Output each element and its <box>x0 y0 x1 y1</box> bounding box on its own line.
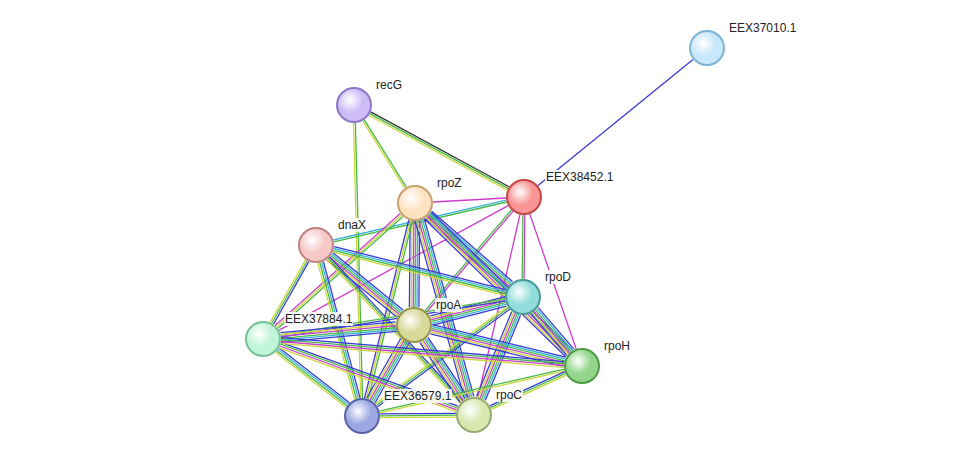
interaction-edge <box>531 308 574 356</box>
evidence-line <box>531 314 567 356</box>
evidence-line <box>431 299 505 318</box>
interaction-edge <box>380 413 456 417</box>
evidence-line <box>538 59 693 185</box>
evidence-line <box>281 342 564 366</box>
interaction-edge <box>425 212 573 357</box>
evidence-line <box>380 415 456 417</box>
node-label: EEX38452.1 <box>545 170 614 184</box>
evidence-line <box>276 352 347 407</box>
evidence-line <box>537 309 573 351</box>
node-label: rpoH <box>603 339 631 353</box>
evidence-line <box>414 221 416 307</box>
evidence-line <box>278 216 403 328</box>
interaction-edge <box>363 120 407 188</box>
evidence-line <box>533 313 569 355</box>
evidence-line <box>281 338 564 362</box>
evidence-line <box>523 215 525 279</box>
protein-node: rpoD <box>505 279 541 315</box>
evidence-line <box>491 375 566 409</box>
evidence-line <box>334 249 506 292</box>
node-label: EEX37010.1 <box>728 21 797 35</box>
evidence-line <box>380 416 456 418</box>
evidence-line <box>490 372 565 406</box>
node-label: recG <box>375 78 403 92</box>
evidence-line <box>363 121 405 188</box>
interaction-edge <box>327 253 403 318</box>
node-label: rpoD <box>544 270 572 284</box>
interaction-edge <box>276 348 350 407</box>
interaction-edge <box>490 372 567 410</box>
interaction-edge <box>369 112 509 190</box>
evidence-line <box>433 198 506 202</box>
interaction-edge <box>275 214 403 329</box>
protein-node: rpoH <box>564 348 600 384</box>
protein-node: EEX38452.1 <box>506 179 542 215</box>
interaction-edge <box>354 123 363 398</box>
evidence-line <box>334 247 506 290</box>
evidence-line <box>413 221 415 307</box>
evidence-line <box>380 413 456 415</box>
protein-node: EEX36579.1 <box>344 398 380 434</box>
evidence-line <box>369 115 507 190</box>
protein-node: recG <box>336 87 372 123</box>
interaction-edge <box>433 198 506 202</box>
node-label: dnaX <box>337 218 367 232</box>
evidence-line <box>329 257 399 314</box>
evidence-line <box>364 120 406 187</box>
protein-node: rpoA <box>396 307 432 343</box>
evidence-line <box>281 343 564 367</box>
node-label: rpoC <box>495 388 523 402</box>
protein-node: dnaX <box>298 227 334 263</box>
evidence-line <box>426 218 567 356</box>
protein-node: EEX37010.1 <box>689 30 725 66</box>
interaction-edge <box>538 59 693 185</box>
evidence-line <box>331 256 401 313</box>
evidence-line <box>276 215 401 327</box>
evidence-line <box>490 373 565 407</box>
node-label: rpoZ <box>436 176 463 190</box>
evidence-line <box>535 310 571 352</box>
protein-node: EEX37884.1 <box>245 321 281 357</box>
node-label: EEX37884.1 <box>284 312 353 326</box>
evidence-line <box>534 311 570 353</box>
node-label: EEX36579.1 <box>383 389 452 403</box>
evidence-line <box>281 340 564 364</box>
node-label: rpoA <box>435 298 462 312</box>
interaction-edge <box>522 215 525 279</box>
evidence-line <box>522 215 524 279</box>
protein-node: rpoZ <box>397 185 433 221</box>
evidence-line <box>432 211 513 281</box>
evidence-line <box>411 221 413 307</box>
protein-node: rpoC <box>456 397 492 433</box>
interaction-edge <box>281 338 565 368</box>
evidence-line <box>275 214 400 326</box>
